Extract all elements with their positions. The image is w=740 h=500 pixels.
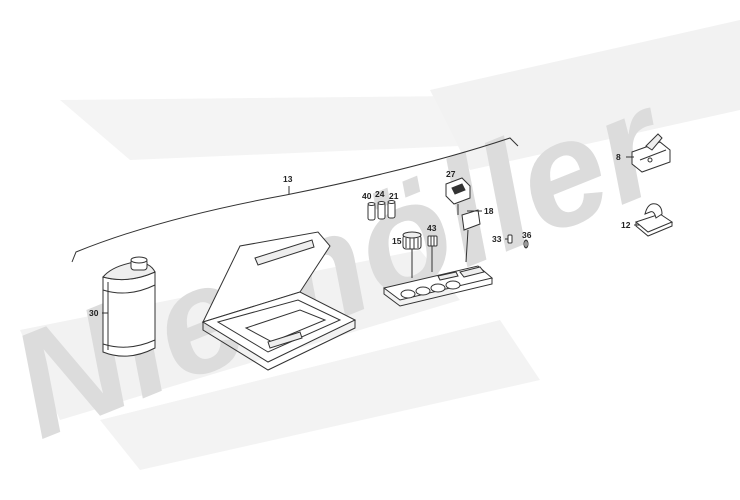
leader-lines (102, 156, 640, 314)
part-40-24-21-sleeves (367, 200, 396, 221)
callout-33: 33 (492, 234, 502, 244)
callouts: 13 40 24 21 27 18 43 15 33 36 30 8 12 (89, 152, 631, 318)
part-tool-case (201, 231, 357, 371)
callout-18: 18 (484, 206, 494, 216)
part-30-oil-can (102, 256, 156, 357)
part-tool-holder (382, 265, 494, 307)
callout-36: 36 (522, 230, 532, 240)
callout-13: 13 (283, 174, 293, 184)
callout-43: 43 (427, 223, 437, 233)
bracket-line (71, 137, 519, 263)
part-33-36-pins (507, 234, 529, 249)
part-8-clip (631, 133, 671, 173)
part-43-nut (427, 235, 438, 272)
part-27-18-bracket (445, 177, 481, 263)
callout-27: 27 (446, 169, 456, 179)
part-12-bracket (634, 203, 674, 237)
callout-12: 12 (621, 220, 631, 230)
callout-21: 21 (389, 191, 399, 201)
callout-15: 15 (392, 236, 402, 246)
group-bracket-13 (71, 137, 519, 263)
callout-40: 40 (362, 191, 372, 201)
callout-8: 8 (616, 152, 621, 162)
callout-24: 24 (375, 189, 385, 199)
callout-30: 30 (89, 308, 99, 318)
part-15-knob (402, 231, 422, 278)
case-handle (254, 239, 315, 266)
